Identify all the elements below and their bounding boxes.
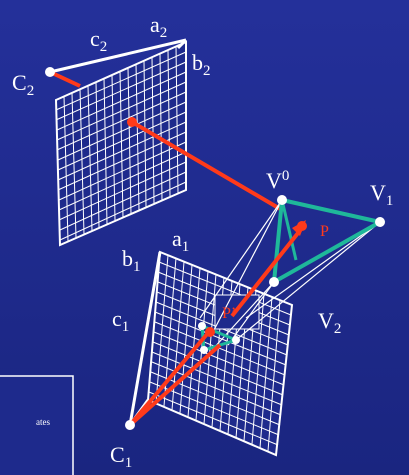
label-a2: a2 [150,12,167,41]
point-P [297,221,307,231]
projection-lines-vertices [199,199,381,351]
camera-1-center [125,420,135,430]
image-plane-2 [54,40,187,247]
camera-2-frustum [49,38,188,74]
label-C1: C1 [110,442,132,471]
label-Pprime: P’ [222,305,236,322]
vertex-V2 [269,277,279,287]
label-V0: V0 [266,168,289,193]
label-V2: V2 [318,308,341,337]
label-V1: V1 [370,180,393,209]
vertex-V0 [277,195,287,205]
vertex-V1 [375,217,385,227]
label-a1: a1 [172,226,189,255]
label-b1: b1 [122,246,141,275]
camera-2-ray-c2 [49,70,81,88]
projected-point-plane2 [127,117,137,127]
label-c1: c1 [112,306,129,335]
label-C2: C2 [12,70,34,99]
label-c2: c2 [90,26,107,55]
camera-2-center [45,67,55,77]
projected-point-plane1 [205,327,215,337]
label-b2: b2 [192,50,211,79]
note-text: ates [36,417,50,427]
ray-plane2-to-P [130,120,284,212]
image-plane-1 [146,250,294,457]
note-box: ates [0,375,74,475]
triangle-V0V1V2 [269,195,386,287]
rays-camera-1 [128,226,304,427]
label-P: P [320,223,329,240]
